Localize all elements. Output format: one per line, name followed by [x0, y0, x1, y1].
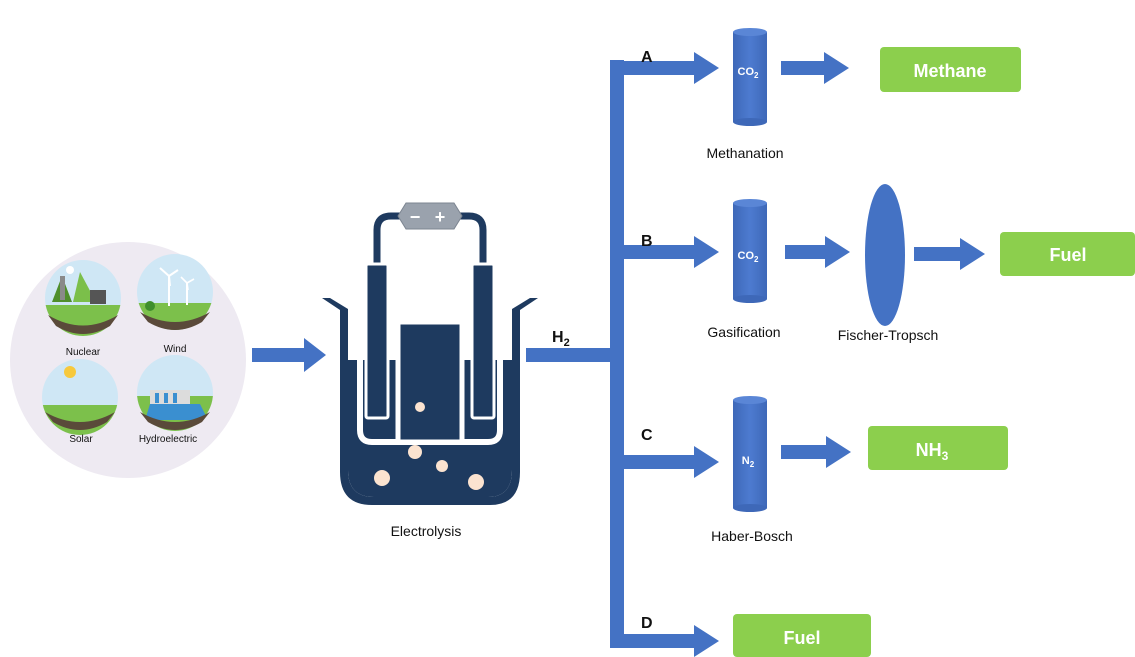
solar-label: Solar [69, 434, 93, 445]
arrow-c-to-product [781, 436, 851, 468]
arrow-sources-to-electrolysis [252, 338, 326, 372]
process-b-label: Gasification [707, 324, 780, 340]
product-box-c [868, 426, 1008, 470]
bubble [436, 460, 448, 472]
hydroelectric-label: Hydroelectric [139, 434, 197, 445]
nuclear-label: Nuclear [66, 347, 101, 358]
process-c-label: Haber-Bosch [711, 528, 793, 544]
h2-line [526, 348, 624, 362]
branch-letter-d: D [641, 615, 653, 632]
bubble [415, 402, 425, 412]
reactor-cylinder-c [733, 396, 767, 512]
wire-right [456, 212, 487, 270]
arrow-b-to-product [914, 238, 985, 270]
product-a-label: Methane [913, 61, 986, 81]
bubble [408, 445, 422, 459]
battery-minus: − [410, 207, 421, 227]
process-a-label: Methanation [706, 145, 783, 161]
branch-letter-b: B [641, 233, 653, 250]
reactor-cylinder-a [733, 28, 767, 126]
electrode-left [364, 262, 390, 420]
wire-left [373, 212, 404, 270]
product-box-d [733, 614, 871, 657]
electrolysis-label: Electrolysis [391, 523, 462, 539]
center-compartment [395, 319, 465, 445]
reactant-c: N2 [742, 455, 755, 469]
product-d-label: Fuel [783, 628, 820, 648]
energy-sources-circle [10, 242, 246, 478]
hydroelectric-icon [137, 355, 213, 431]
fischer-tropsch-reactor [865, 184, 905, 326]
arrow-b-to-fischer-tropsch [785, 236, 850, 268]
branch-letter-c: C [641, 427, 653, 444]
branch-letter-a: A [641, 49, 653, 66]
distribution-trunk [610, 60, 624, 648]
product-box-a [880, 47, 1021, 92]
battery-icon: − + [397, 202, 463, 230]
product-c-label: NH3 [916, 440, 949, 463]
reactant-b: CO2 [738, 250, 760, 264]
h2-label: H2 [552, 329, 570, 349]
process-b2-label: Fischer-Tropsch [838, 327, 939, 343]
product-box-b [1000, 232, 1135, 276]
hydrogen-distribution [526, 52, 719, 657]
beaker-outline [322, 298, 538, 505]
bubble [468, 474, 484, 490]
electrolysis-cell: − + [322, 202, 538, 505]
battery-plus: + [435, 207, 446, 227]
electrode-right [470, 262, 496, 420]
product-b-label: Fuel [1049, 245, 1086, 265]
wind-label: Wind [164, 344, 187, 355]
energy-sources-group: Nuclear Wind [10, 242, 246, 478]
arrow-a-to-product [781, 52, 849, 84]
bubble [374, 470, 390, 486]
reactant-a: CO2 [738, 66, 760, 80]
reactor-cylinder-b [733, 199, 767, 303]
